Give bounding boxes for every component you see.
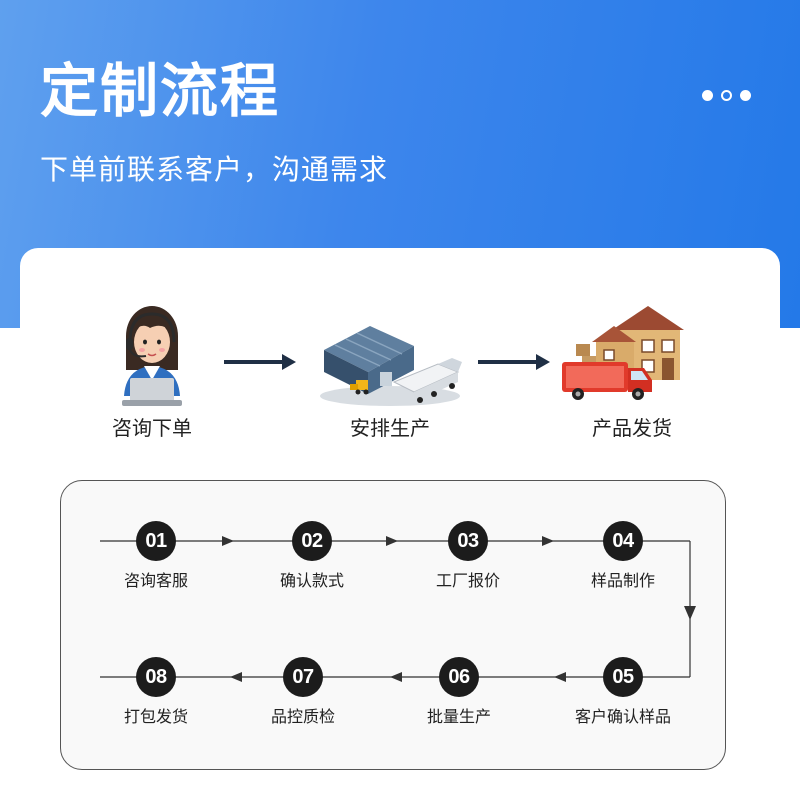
carousel-dot-active-icon[interactable]	[721, 90, 732, 101]
delivery-truck-house-icon	[562, 306, 684, 400]
arrow-right-icon	[224, 354, 296, 370]
step-number-badge: 06	[439, 657, 479, 697]
stage-production: 安排生产	[310, 300, 470, 450]
step-label: 打包发货	[123, 707, 188, 726]
carousel-dot-icon[interactable]	[702, 90, 713, 101]
stage-consult: 咨询下单	[72, 300, 232, 450]
step-number-badge: 04	[603, 521, 643, 561]
arrow-right-icon	[478, 354, 550, 370]
stage-delivery: 产品发货	[552, 300, 712, 450]
page-title: 定制流程	[40, 57, 281, 125]
process-step: 02 确认款式	[247, 521, 377, 601]
process-step: 03 工厂报价	[403, 521, 533, 601]
step-number-badge: 07	[283, 657, 323, 697]
process-step: 01 咨询客服	[91, 521, 221, 601]
process-step: 07 品控质检	[238, 657, 368, 737]
stage-label: 安排生产	[350, 416, 430, 440]
process-step: 05 客户确认样品	[558, 657, 688, 737]
step-label: 批量生产	[426, 707, 491, 726]
step-label: 客户确认样品	[574, 707, 671, 726]
stage-label: 咨询下单	[112, 416, 192, 440]
carousel-dots	[702, 90, 751, 101]
page-subtitle: 下单前联系客户，沟通需求	[40, 153, 389, 186]
process-step: 08 打包发货	[91, 657, 221, 737]
step-number-badge: 05	[603, 657, 643, 697]
factory-warehouse-icon	[320, 326, 462, 406]
step-label: 确认款式	[279, 571, 344, 590]
step-label: 品控质检	[270, 707, 335, 726]
process-step: 06 批量生产	[394, 657, 524, 737]
step-number-badge: 03	[448, 521, 488, 561]
step-number-badge: 01	[136, 521, 176, 561]
process-step: 04 样品制作	[558, 521, 688, 601]
step-label: 咨询客服	[123, 571, 188, 590]
step-number-badge: 08	[136, 657, 176, 697]
stage-label: 产品发货	[592, 416, 672, 440]
carousel-dot-icon[interactable]	[740, 90, 751, 101]
step-label: 样品制作	[590, 571, 655, 590]
step-label: 工厂报价	[435, 571, 500, 590]
step-number-badge: 02	[292, 521, 332, 561]
customer-service-agent-icon	[122, 306, 182, 406]
